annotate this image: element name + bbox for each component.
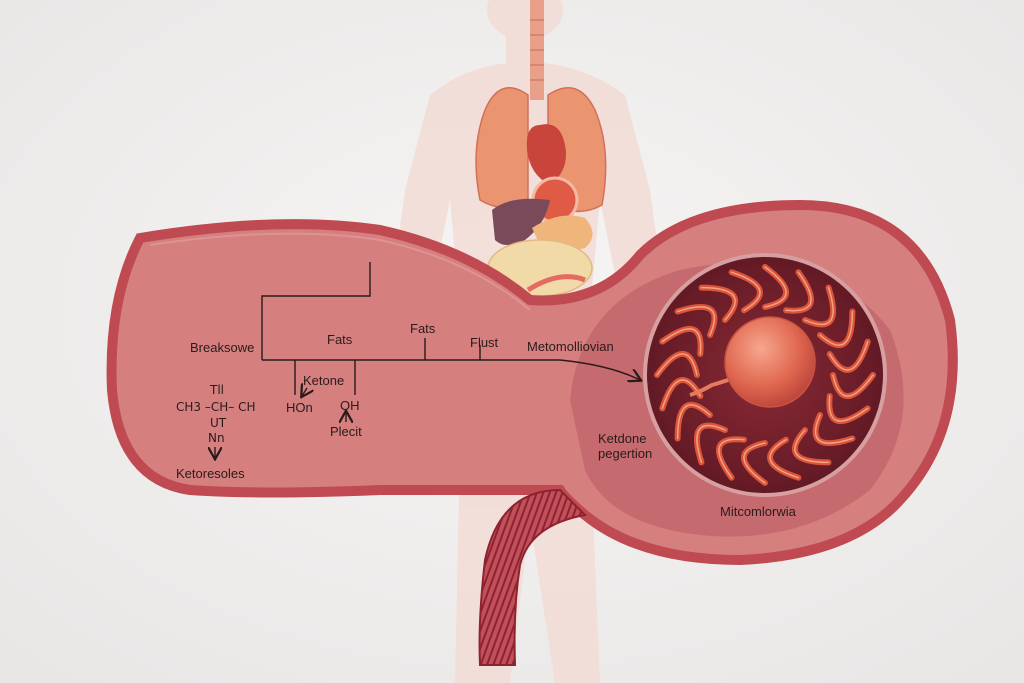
label-hon: HOn — [286, 400, 313, 415]
flow-lines — [215, 262, 640, 458]
mitochondrion-highlight — [832, 374, 874, 397]
label-formula-main: CH3 –CH– CH — [176, 400, 256, 414]
label-mitocomlorwia: Mitcomlorwia — [720, 504, 796, 519]
label-formula-nn: Nn — [208, 431, 225, 445]
mitochondrion-highlight — [828, 395, 869, 422]
mitochondrion-highlight — [656, 353, 698, 376]
label-ketone: Ketone — [303, 373, 345, 388]
mitochondrion-highlight — [730, 271, 761, 312]
label-formula-top: Tll — [210, 383, 224, 397]
mitochondrion-highlight — [794, 429, 830, 464]
mitochondrion-highlight — [718, 438, 745, 479]
nucleus — [724, 316, 816, 408]
label-oh: OH — [340, 398, 360, 413]
label-ketdone: Ketdone — [598, 431, 647, 446]
label-metomolliovian: Metomolliovian — [527, 339, 614, 354]
mitochondrion-highlight — [700, 286, 736, 321]
tube-highlight — [149, 232, 531, 311]
mitochondrion-highlight — [696, 424, 726, 464]
label-formula-ut: UT — [210, 416, 227, 430]
mitochondrion-highlight — [828, 340, 869, 371]
mitochondrion-highlight — [676, 404, 711, 440]
mitochondrion-highlight — [785, 271, 812, 312]
mitochondrion-highlight — [661, 328, 702, 355]
label-ketoresoles: Ketoresoles — [176, 466, 245, 481]
label-pegertion: pegertion — [598, 446, 653, 461]
label-fats-1: Fats — [327, 332, 353, 347]
liver — [492, 198, 550, 245]
trachea-rings — [530, 19, 544, 81]
mitochondria-group — [654, 264, 876, 486]
lower-tube — [478, 488, 588, 666]
mitochondrion-highlight — [764, 266, 787, 308]
mitochondrion-highlight — [676, 306, 716, 336]
mitochondrion-highlight — [814, 414, 854, 444]
colon — [526, 274, 586, 293]
mitochondrion-highlight — [769, 438, 800, 479]
mitochondrion-highlight — [804, 286, 834, 326]
label-fats-2: Fats — [410, 321, 436, 336]
mitochondrion-highlight — [661, 379, 702, 410]
mitochondrion-highlight — [819, 310, 854, 346]
heart — [526, 124, 566, 185]
mitochondrion-highlight — [743, 442, 766, 484]
label-plecit: Plecit — [330, 424, 362, 439]
label-flust: Flust — [470, 335, 499, 350]
label-breaksowe: Breaksowe — [190, 340, 255, 355]
